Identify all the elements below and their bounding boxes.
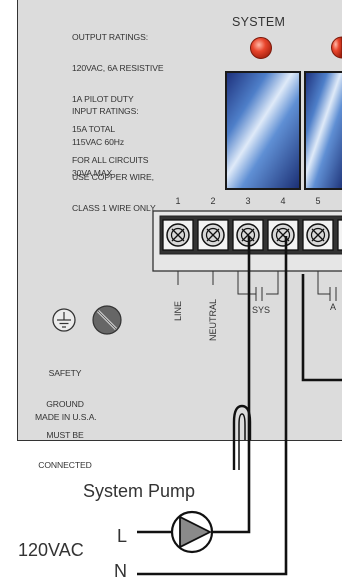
cable-entry-loop (232, 404, 252, 470)
ground-note-connected: CONNECTED (38, 460, 92, 471)
terminal-number-4: 4 (280, 196, 285, 206)
output-ratings-pilot: 1A PILOT DUTY (72, 93, 134, 104)
system-label: SYSTEM (232, 15, 286, 29)
ground-note-must: MUST BE (46, 429, 84, 440)
label-leads (177, 271, 337, 301)
terminal-screw-5 (302, 219, 334, 251)
output-ratings-resistive: 120VAC, 6A RESISTIVE (72, 63, 164, 74)
made-in-label: MADE IN U.S.A. (35, 412, 97, 422)
neutral-terminal-label: NEUTRAL (208, 299, 218, 341)
input-ratings-max: 30VA MAX (72, 167, 113, 178)
second-led (331, 36, 342, 59)
sys-terminal-label: SYS (252, 305, 270, 315)
output-ratings-total: 15A TOTAL (72, 124, 116, 135)
pump-label: System Pump (83, 481, 196, 501)
ground-icon (52, 308, 76, 332)
terminal-number-3: 3 (245, 196, 250, 206)
wire-terminal-4-to-n (137, 236, 288, 576)
ground-note-safety: SAFETY (48, 368, 82, 379)
input-ratings-title: INPUT RATINGS: (72, 106, 139, 117)
ground-note: SAFETY GROUND MUST BE CONNECTED (30, 348, 100, 481)
terminal-screw-6-partial (337, 219, 342, 251)
terminal-screw-2 (197, 219, 229, 251)
terminal-number-1: 1 (175, 196, 180, 206)
terminal-number-5: 5 (315, 196, 320, 206)
ground-note-ground: GROUND (46, 399, 84, 410)
output-ratings-circuits: FOR ALL CIRCUITS (72, 154, 149, 165)
output-ratings-label: OUTPUT RATINGS: 120VAC, 6A RESISTIVE 1A … (72, 12, 164, 175)
wire-zone-return (301, 274, 342, 382)
cable-entry-stub (238, 413, 246, 470)
system-relay-window (225, 71, 301, 190)
field-wiring (137, 236, 342, 576)
system-led (250, 37, 272, 59)
ground-screw-icon (92, 305, 122, 335)
input-ratings-voltage: 115VAC 60Hz (72, 137, 125, 148)
wire-terminal-3-to-pump (212, 236, 251, 534)
terminal-number-2: 2 (210, 196, 215, 206)
terminal-screw-1 (162, 219, 194, 251)
second-relay-window (304, 71, 342, 190)
line-l-label: L (117, 526, 128, 546)
input-ratings-label: INPUT RATINGS: 115VAC 60Hz 30VA MAX (72, 86, 139, 188)
terminal-screw-4 (267, 219, 299, 251)
wire-note: USE COPPER WIRE, CLASS 1 WIRE ONLY (72, 152, 156, 223)
partial-terminal-label: A (330, 302, 336, 312)
output-ratings-title: OUTPUT RATINGS: (72, 32, 149, 43)
supply-voltage-label: 120VAC (18, 540, 84, 560)
line-terminal-label: LINE (173, 301, 183, 321)
pump-icon (170, 510, 214, 554)
wire-note-class: CLASS 1 WIRE ONLY (72, 203, 156, 214)
wire-note-copper: USE COPPER WIRE, (72, 172, 154, 183)
line-n-label: N (114, 561, 127, 581)
